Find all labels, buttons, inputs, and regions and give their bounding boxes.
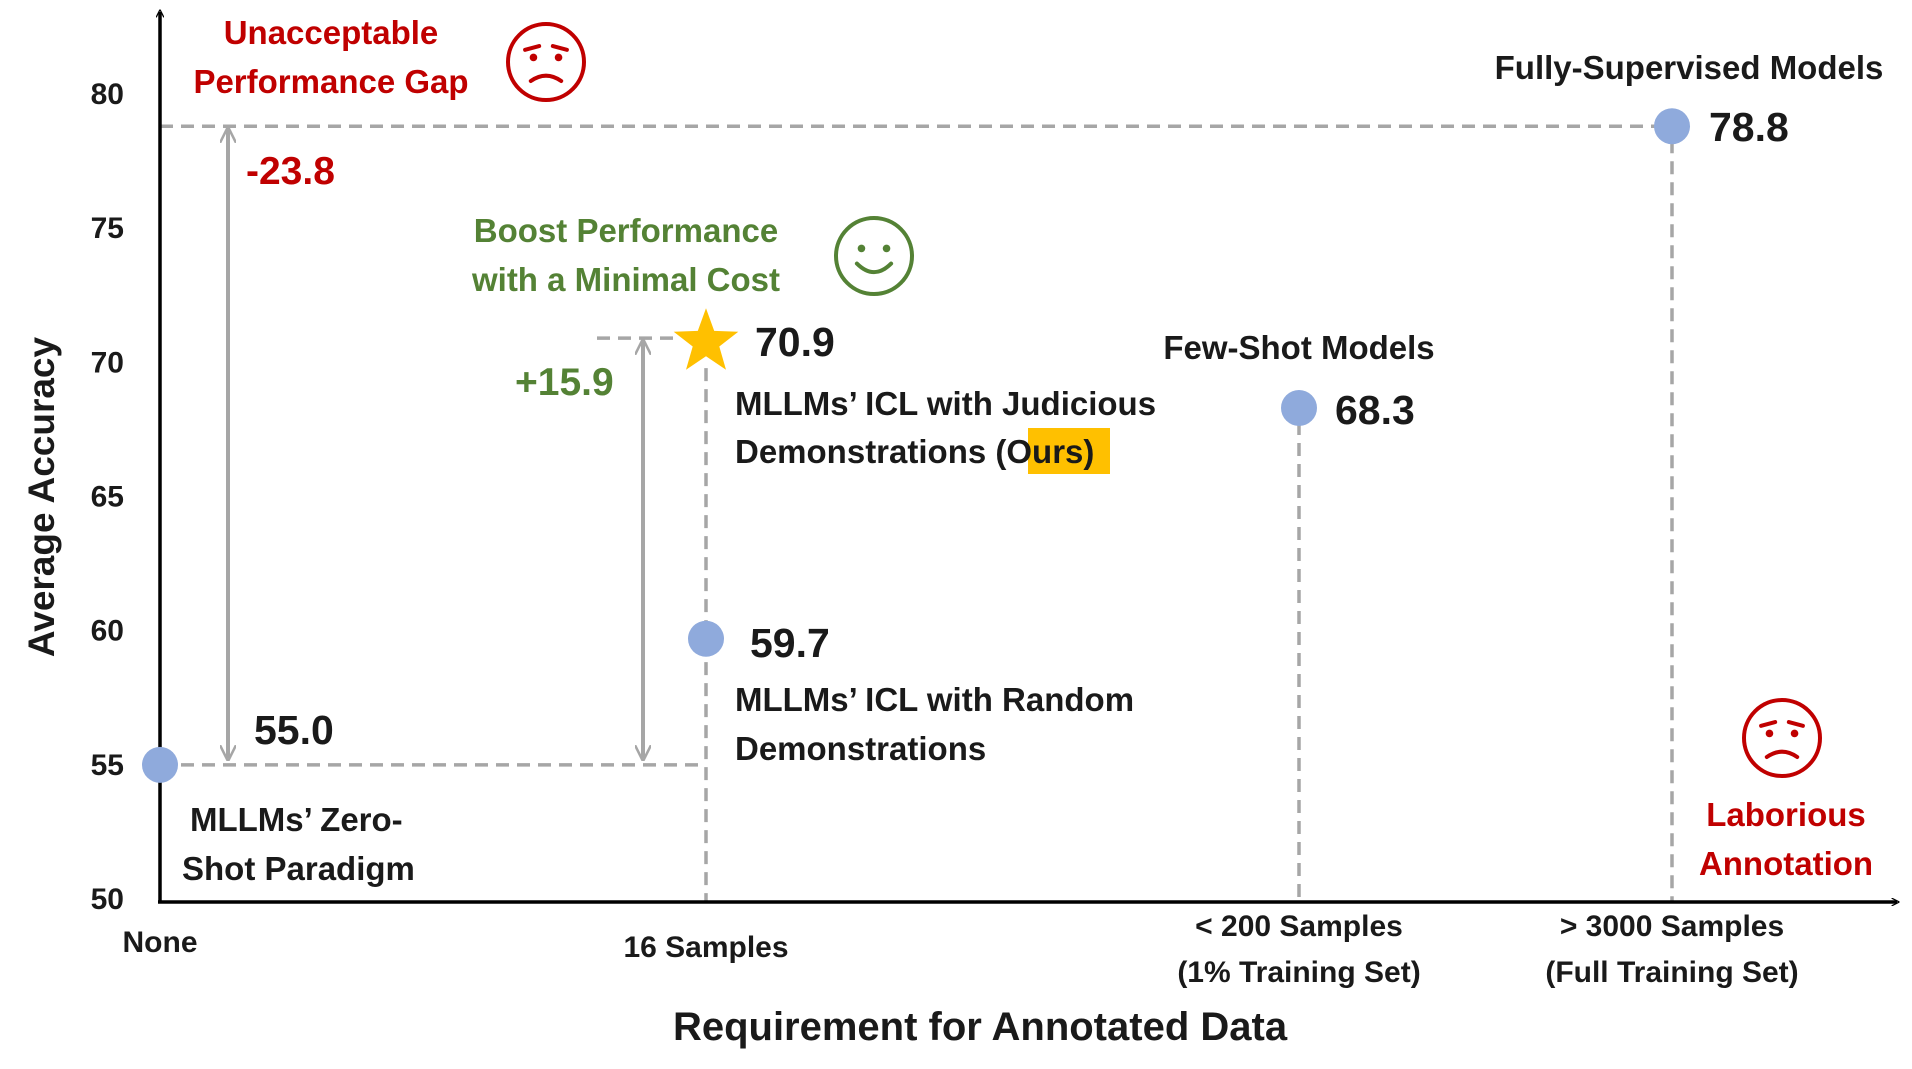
- y-tick-label-70: 70: [91, 346, 124, 379]
- sad-face-icon: [1742, 698, 1822, 778]
- point-random-icl: [688, 620, 724, 657]
- x-category-label-3000-line2: (Full Training Set): [1545, 956, 1798, 989]
- smile-face-icon: [834, 216, 914, 296]
- label-fully-supervised-title: Fully-Supervised Models: [1495, 49, 1884, 86]
- value-label-zero-shot: 55.0: [254, 707, 334, 753]
- value-label-fully-supervised: 78.8: [1709, 104, 1789, 150]
- laborious-annotation-line2: Annotation: [1699, 845, 1873, 882]
- label-ours-line2-post: ): [1083, 433, 1094, 470]
- value-label-few-shot: 68.3: [1335, 387, 1415, 433]
- sad-face-icon: [506, 22, 586, 102]
- value-label-random-icl: 59.7: [750, 620, 830, 666]
- gap-annotation-line1: Unacceptable: [224, 14, 439, 51]
- label-ours-line1: MLLMs’ ICL with Judicious: [735, 385, 1156, 422]
- boost-value: +15.9: [515, 361, 614, 404]
- point-fully-supervised: [1654, 108, 1690, 145]
- x-category-label-200: < 200 Samples: [1195, 910, 1403, 943]
- label-random-icl-line1: MLLMs’ ICL with Random: [735, 681, 1134, 718]
- label-ours-line2: Demonstrations (Ours): [735, 433, 1094, 470]
- label-ours-highlight-text: Ours: [1006, 433, 1083, 470]
- y-axis-title: Average Accuracy: [21, 336, 62, 657]
- point-ours-star: [673, 308, 739, 370]
- point-few-shot: [1281, 389, 1317, 426]
- y-tick-label-50: 50: [91, 883, 124, 916]
- label-few-shot-title: Few-Shot Models: [1163, 329, 1434, 366]
- y-tick-label-55: 55: [91, 749, 124, 782]
- label-ours-line2-pre: Demonstrations (: [735, 433, 1006, 470]
- y-tick-label-80: 80: [91, 78, 124, 111]
- value-label-ours: 70.9: [755, 319, 835, 365]
- gap-annotation-line2: Performance Gap: [193, 63, 468, 100]
- x-category-label-3000: > 3000 Samples: [1560, 910, 1784, 943]
- x-category-label-200-line2: (1% Training Set): [1177, 956, 1420, 989]
- label-zero-shot-line2: Shot Paradigm: [182, 850, 415, 887]
- x-category-label-16: 16 Samples: [623, 931, 788, 964]
- boost-annotation-line2: with a Minimal Cost: [471, 261, 780, 298]
- point-zero-shot: [142, 746, 178, 783]
- y-tick-label-65: 65: [91, 481, 124, 514]
- x-axis-title: Requirement for Annotated Data: [673, 1005, 1288, 1049]
- ours-highlight: [1028, 428, 1110, 474]
- label-random-icl-line2: Demonstrations: [735, 730, 986, 767]
- laborious-annotation-line1: Laborious: [1706, 796, 1866, 833]
- x-category-label-none: None: [123, 926, 198, 959]
- y-tick-label-75: 75: [91, 212, 124, 245]
- label-zero-shot-line1: MLLMs’ Zero-: [190, 801, 403, 838]
- y-tick-label-60: 60: [91, 615, 124, 648]
- boost-annotation-line1: Boost Performance: [474, 212, 778, 249]
- gap-value: -23.8: [246, 150, 335, 193]
